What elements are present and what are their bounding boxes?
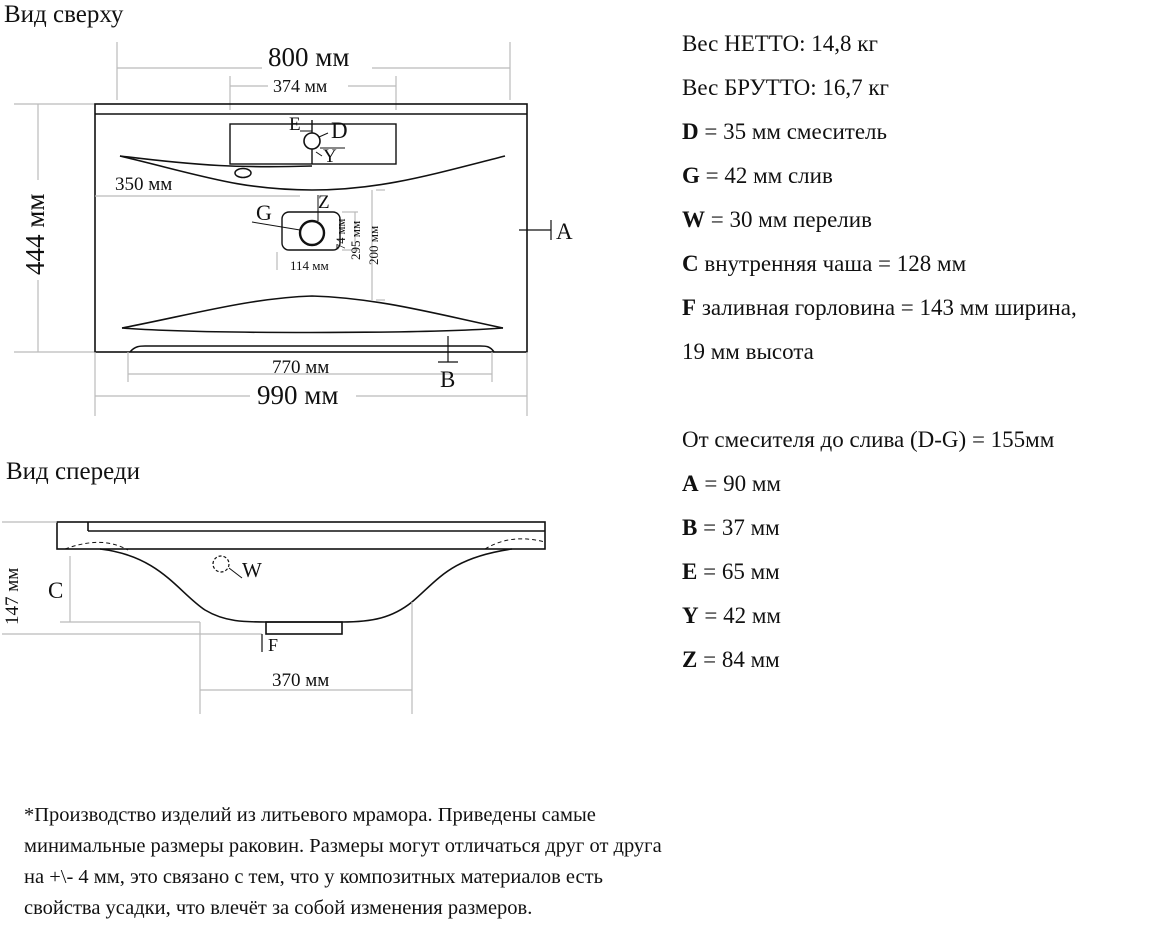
dim-vertical-lines xyxy=(342,189,385,301)
dim-370-lines xyxy=(199,602,413,714)
dim-200-label: 200 мм xyxy=(366,226,381,265)
basin-top-outline xyxy=(94,103,528,353)
dim-444-label: 444 мм xyxy=(20,194,50,275)
drain-hole-icon xyxy=(298,219,326,247)
spec-f-height: 19 мм высота xyxy=(682,339,814,364)
label-g: G xyxy=(256,200,272,225)
overflow-hole-icon xyxy=(234,167,252,179)
label-c: C xyxy=(48,578,63,603)
dim-e: E = 65 мм xyxy=(682,559,780,584)
dim-74-label: 74 мм xyxy=(334,218,348,250)
spec-g: G = 42 мм слив xyxy=(682,163,833,188)
overflow-front-icon xyxy=(212,555,230,573)
top-view-title: Вид сверху xyxy=(4,1,124,28)
front-hidden-lines xyxy=(64,538,546,551)
dim-444-lines xyxy=(14,103,95,353)
dim-990-lines xyxy=(94,352,528,416)
dim-295-label: 295 мм xyxy=(348,221,363,260)
dim-800-lines xyxy=(116,42,511,100)
mixer-leaders xyxy=(300,130,345,157)
w-leader xyxy=(228,567,243,579)
dim-800-label: 800 мм xyxy=(268,42,349,72)
label-a: A xyxy=(556,219,573,244)
dim-114-label: 114 мм xyxy=(290,258,329,273)
spec-weight-net: Вес НЕТТО: 14,8 кг xyxy=(682,31,878,56)
dim-147-lines xyxy=(2,521,262,635)
marker-a xyxy=(519,220,552,240)
dim-770-label: 770 мм xyxy=(272,357,329,378)
dim-a: A = 90 мм xyxy=(682,471,781,496)
drain-recess xyxy=(281,211,341,251)
front-view-title: Вид спереди xyxy=(6,458,140,485)
basin-front-outline xyxy=(56,521,546,635)
specifications: Вес НЕТТО: 14,8 кг Вес БРУТТО: 16,7 кг D… xyxy=(682,22,1077,682)
dim-b: B = 37 мм xyxy=(682,515,780,540)
label-f: F xyxy=(268,635,278,655)
mixer-hole-icon xyxy=(303,132,321,150)
dim-350-label: 350 мм xyxy=(115,174,172,195)
label-d: D xyxy=(331,118,348,143)
dim-374-label: 374 мм xyxy=(273,76,327,96)
spec-c: C внутренняя чаша = 128 мм xyxy=(682,251,967,276)
label-b: B xyxy=(440,367,455,392)
marker-b xyxy=(438,336,458,363)
drain-leaders xyxy=(251,195,319,231)
spec-distance: От смесителя до слива (D-G) = 155мм xyxy=(682,427,1055,452)
label-w: W xyxy=(242,558,262,582)
dim-147-label: 147 мм xyxy=(2,568,23,625)
spec-d: D = 35 мм смеситель xyxy=(682,119,887,144)
dim-770-lines xyxy=(127,352,493,382)
label-e: E xyxy=(289,114,301,135)
footnote: *Производство изделий из литьевого мрамо… xyxy=(24,804,662,919)
dim-z: Z = 84 мм xyxy=(682,647,780,672)
label-z: Z xyxy=(318,192,330,213)
spec-weight-gross: Вес БРУТТО: 16,7 кг xyxy=(682,75,889,100)
spec-w: W = 30 мм перелив xyxy=(682,207,872,232)
dim-370-label: 370 мм xyxy=(272,670,329,691)
dim-c-lines xyxy=(60,556,200,623)
dim-990-label: 990 мм xyxy=(257,380,338,410)
spec-f: F заливная горловина = 143 мм ширина, xyxy=(682,295,1077,320)
dim-y: Y = 42 мм xyxy=(682,603,781,628)
label-y: Y xyxy=(323,146,337,167)
